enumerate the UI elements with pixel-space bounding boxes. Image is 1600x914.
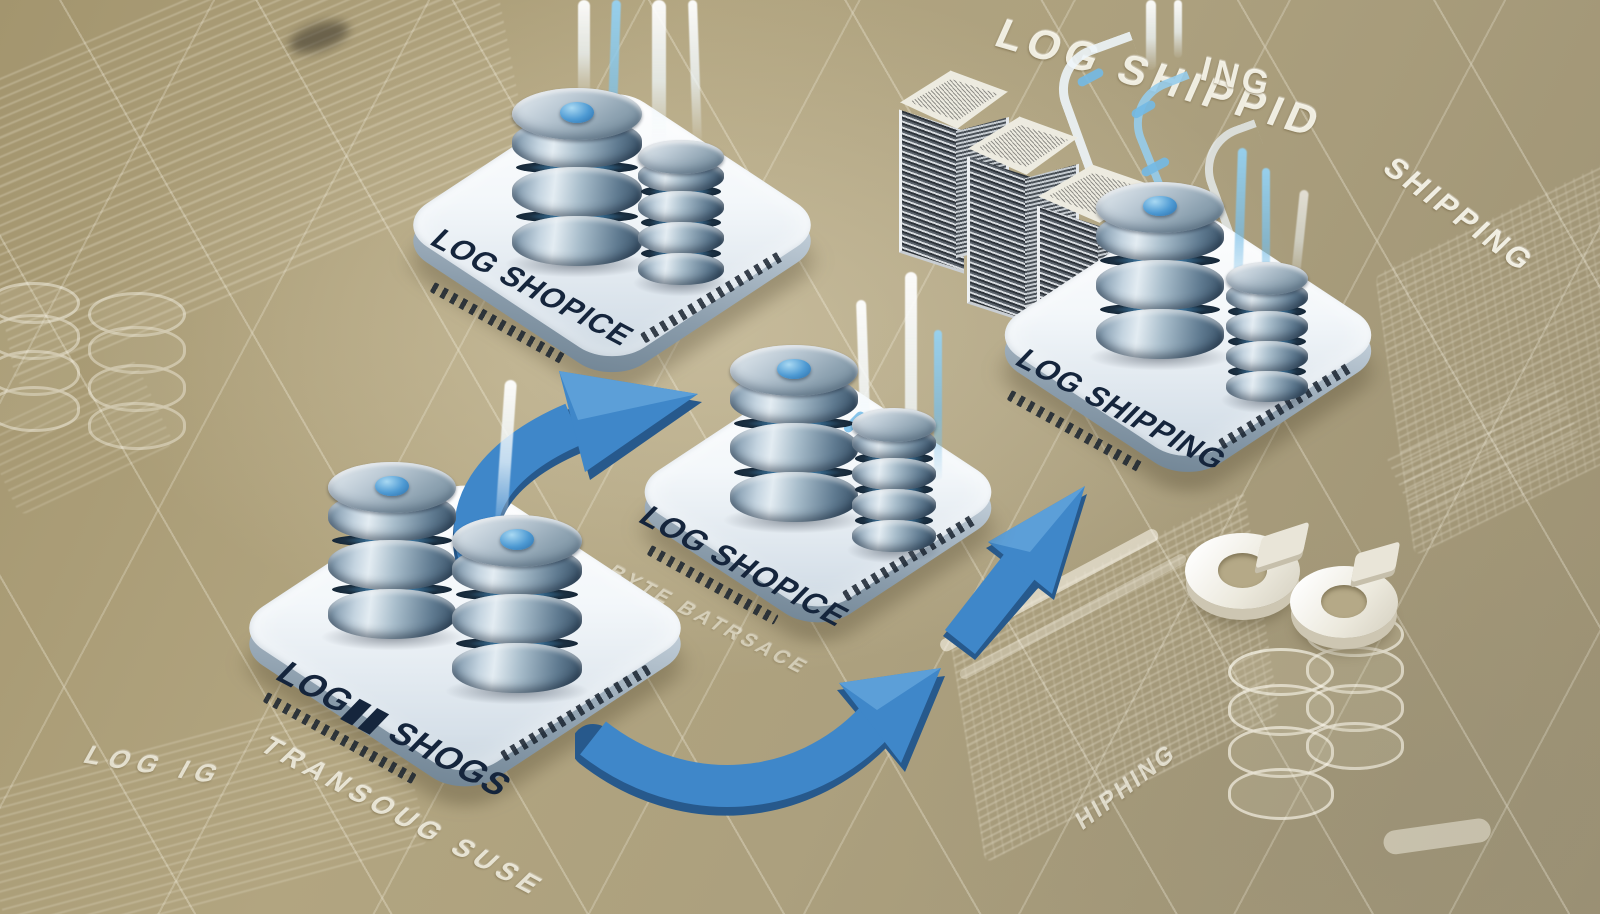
data-stream-icon: [1146, 0, 1156, 70]
curved-flow-arrow-icon: [571, 648, 960, 828]
data-stream-icon: [1262, 168, 1270, 303]
log-file-server-icon: [898, 68, 1010, 274]
data-stream-icon: [578, 0, 590, 98]
database-dot-icon: [375, 475, 409, 497]
database-dot-icon: [1143, 195, 1177, 217]
log-file-server-icon: [966, 114, 1080, 325]
database-cylinder-stack-small: [631, 140, 731, 297]
database-cylinder-stack: [317, 462, 467, 652]
database-cylinder-stack: [441, 515, 593, 705]
data-stream-icon: [934, 330, 942, 480]
database-cylinder-stack: [719, 345, 869, 535]
database-cylinder-stack: [1085, 182, 1235, 372]
data-stream-icon: [1174, 0, 1182, 58]
database-cylinder-stack-small: [845, 408, 943, 565]
database-dot-icon: [777, 358, 811, 380]
straight-flow-arrow-icon: [935, 448, 1125, 663]
ghost-database-icon: [0, 282, 80, 432]
donut-chart-icon: [1185, 521, 1310, 609]
database-cylinder-stack-small: [1219, 262, 1315, 414]
database-dot-icon: [500, 529, 534, 550]
data-stream-icon: [652, 0, 666, 148]
database-dot-icon: [560, 102, 594, 123]
ghost-database-icon: [88, 292, 186, 450]
database-cylinder-stack: [501, 88, 653, 278]
donut-chart-icon: [1290, 541, 1401, 638]
